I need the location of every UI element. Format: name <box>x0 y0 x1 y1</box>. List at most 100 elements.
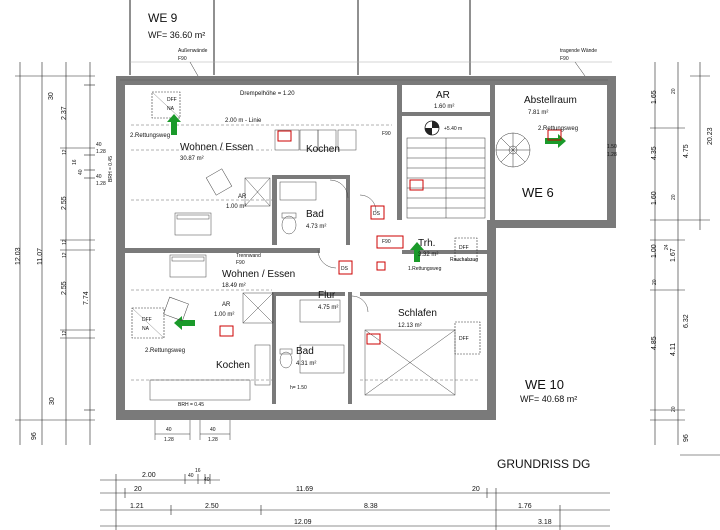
rettung-bottom-left: 2.Rettungsweg <box>145 348 185 354</box>
dim-left-fourth-a: 30 <box>48 92 55 100</box>
f90-label-1: F90 <box>382 131 391 137</box>
dim-right-inner-e: 6.32 <box>683 314 690 328</box>
right-dimension-lines <box>650 62 720 456</box>
dim-right-mid-e: 20 <box>652 279 658 285</box>
level-symbol: +5.40 m <box>424 120 462 136</box>
room-wohnen-bottom-area: 18.49 m² <box>222 283 246 289</box>
dim-bottom-r2-a: 20 <box>134 486 142 493</box>
roof-window-bottom: DFF NA <box>131 307 165 339</box>
ds-label-2: DS <box>341 266 349 272</box>
room-flur: Flur <box>318 290 336 301</box>
we10-label: WE 10 <box>525 377 564 392</box>
bearing-wall-rating: F90 <box>560 56 569 62</box>
room-treppenhaus-area: 3.32 m² <box>418 252 438 258</box>
plan-title: GRUNDRISS DG <box>497 457 590 471</box>
dim-right-mid-b: 20 <box>671 194 677 200</box>
room-ar-top: AR <box>436 90 450 101</box>
left-dimension-lines <box>15 62 95 445</box>
room-wohnen-top-area: 30.87 m² <box>180 156 204 162</box>
rauchabzug-label: Rauchabzug <box>450 257 478 263</box>
room-flur-area: 4.75 m² <box>318 305 338 311</box>
we9-area: WF= 36.60 m² <box>148 30 205 40</box>
na-label-top: NA <box>167 106 175 112</box>
outer-walls <box>116 76 616 420</box>
dim-left-third-a: 2.37 <box>61 106 68 120</box>
room-schlafen-area: 12.13 m² <box>398 323 422 329</box>
room-ar-top-area: 1.60 m² <box>434 104 454 110</box>
dim-left-win-a: 40 <box>96 142 102 148</box>
h150-label: h= 1.50 <box>290 385 307 391</box>
outer-wall-note: Außenwände <box>178 48 208 54</box>
dim-right-mid-c: 24 <box>664 244 670 250</box>
dim-bottom-r2-b: 11.69 <box>296 486 313 493</box>
win-dim-b4: 1.28 <box>208 437 218 443</box>
win-dim-b1: 40 <box>166 427 172 433</box>
win-dim-b3: 40 <box>210 427 216 433</box>
roof-window-stair: DFF <box>454 237 478 261</box>
dff-label-schlafen: DFF <box>459 336 469 342</box>
dim-left-third-b: 2.55 <box>61 196 68 210</box>
dim-left-third-c: 2.55 <box>61 281 68 295</box>
dim-left-fourth-h: 30 <box>49 397 56 405</box>
dim-left-win-c: 40 <box>96 174 102 180</box>
dim-bottom-r3-d: 1.76 <box>518 503 532 510</box>
we6-label: WE 6 <box>522 185 554 200</box>
rettung1-label: 1.Rettungsweg <box>408 266 442 272</box>
room-bad-top: Bad <box>306 209 324 220</box>
room-treppenhaus: Trh. <box>418 238 435 249</box>
outer-wall-rating: F90 <box>178 56 187 62</box>
room-wohnen-bottom: Wohnen / Essen <box>222 269 295 280</box>
dff-label-stair: DFF <box>459 245 469 251</box>
brh-left-label: BRH = 0.45 <box>108 156 114 182</box>
dim-bottom-r1-a: 2.00 <box>142 472 156 479</box>
dim-bottom-r1-d: 40 <box>204 477 210 483</box>
room-wohnen-top: Wohnen / Essen <box>180 142 253 153</box>
dim-left-fourth-i: 96 <box>31 432 38 440</box>
dim-bottom-r3-a: 1.21 <box>130 503 144 510</box>
dim-bottom-r4-b: 3.18 <box>538 519 552 526</box>
bottom-dimension-lines <box>100 474 610 530</box>
na-label-bottom: NA <box>142 326 150 332</box>
room-abstellraum: Abstellraum <box>524 95 577 106</box>
dim-right-outer-b: 20.23 <box>707 127 714 145</box>
dim-right-inner-d: 1.00 <box>651 244 658 258</box>
dim-left-fourth-g: 12 <box>62 330 68 336</box>
dim-right-mid-g: 20 <box>671 406 677 412</box>
room-schlafen: Schlafen <box>398 308 437 319</box>
we9-upper-building <box>129 0 612 75</box>
dim-bottom-r2-c: 20 <box>472 486 480 493</box>
win-dim-b2: 1.28 <box>164 437 174 443</box>
we10-area: WF= 40.68 m² <box>520 394 577 404</box>
room-ar-top-left-area: 1.00 m² <box>226 204 246 210</box>
dim-left-fourth-b: 12 <box>62 149 68 155</box>
dim-left-fourth-c: 16 <box>72 159 78 165</box>
room-ar-top-left: AR <box>238 194 247 200</box>
spiral-stair <box>495 132 531 168</box>
room-bad-bottom: Bad <box>296 346 314 357</box>
room-kochen-top: Kochen <box>306 144 340 155</box>
dim-right-inner-a: 1.65 <box>651 90 658 104</box>
dim-right-win-a: 1.50 <box>607 144 617 150</box>
dim-bottom-r1-c: 16 <box>195 468 201 474</box>
dim-right-inner-c: 1.60 <box>651 191 658 205</box>
dim-bottom-r1-b: 40 <box>188 473 194 479</box>
dim-left-fourth-d: 40 <box>78 169 84 175</box>
dim-right-win-b: 1.28 <box>607 152 617 158</box>
dff-label-top: DFF <box>167 97 177 103</box>
bearing-wall-note: tragende Wände <box>560 48 597 54</box>
trennwand-label: Trennwand <box>236 253 261 259</box>
rettung-top-left: 2.Rettungsweg <box>130 133 170 139</box>
dim-right-outer-a: 4.75 <box>683 144 690 158</box>
ds-label-1: DS <box>373 211 381 217</box>
we9-label: WE 9 <box>148 11 178 25</box>
rettung-right: 2.Rettungsweg <box>538 126 578 132</box>
dff-label-bottom: DFF <box>142 317 152 323</box>
room-kochen-bottom: Kochen <box>216 360 250 371</box>
room-ar-bottom-area: 1.00 m² <box>214 312 234 318</box>
dim-right-mid-d: 1.67 <box>670 248 677 262</box>
roof-window-top: DFF NA <box>151 91 181 119</box>
room-abstellraum-area: 7.81 m² <box>528 110 548 116</box>
dim-left-fourth-e: 12 <box>62 239 68 245</box>
dim-right-mid-a: 20 <box>671 88 677 94</box>
